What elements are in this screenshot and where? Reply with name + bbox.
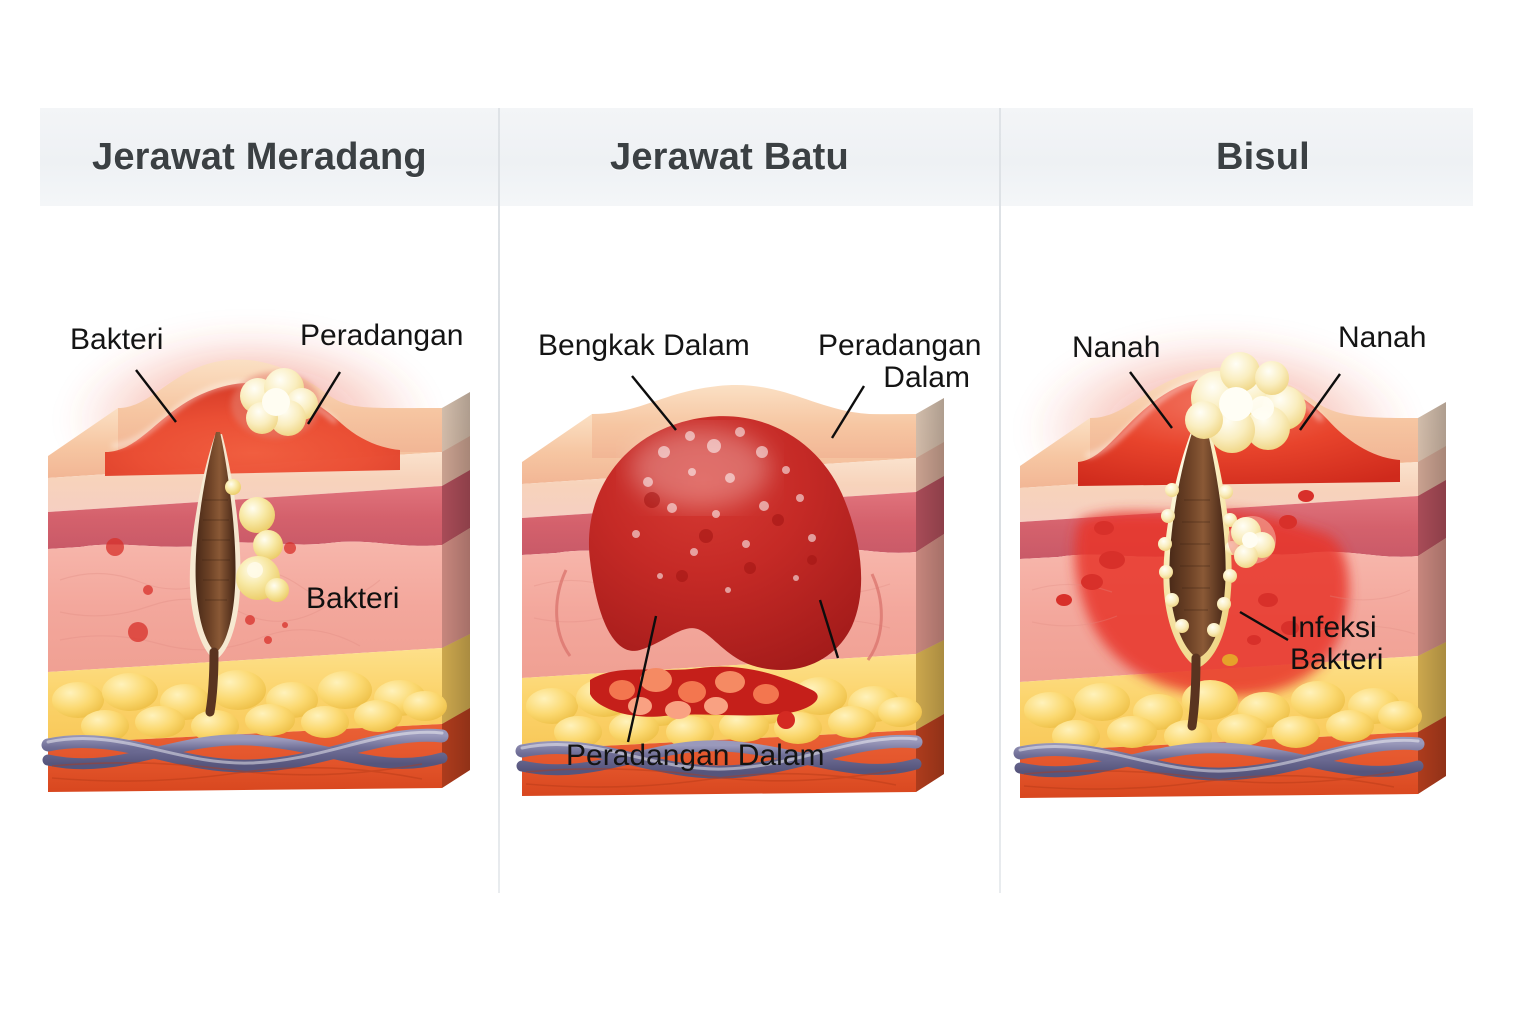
muscle-striations-3 (1023, 770, 1395, 790)
header-cell-3: Bisul (1000, 108, 1473, 206)
label-nanah-kiri: Nanah (1072, 331, 1161, 364)
pus-head (231, 368, 321, 438)
dermis-layer (48, 541, 442, 672)
label-peradangan-dalam-bawah: Peradangan Dalam (566, 739, 825, 772)
leader-peradangan-dalam-kanan (818, 599, 840, 659)
side-shading-2 (916, 398, 944, 792)
leader-peradangan-dalam-bawah (626, 615, 658, 743)
muscle-striations-2 (525, 768, 897, 788)
blood-vessels-3 (1013, 736, 1425, 781)
sebum-bacteria (225, 479, 289, 602)
leader-peradangan-dalam (830, 385, 866, 439)
header-cell-1: Jerawat Meradang (40, 108, 498, 206)
leader-nanah-kiri (1129, 371, 1173, 429)
pus-eruption (1185, 352, 1306, 453)
sheath-beads (1158, 483, 1239, 637)
hair-follicle-3 (1158, 416, 1239, 731)
side-shading-3 (1418, 402, 1446, 794)
blood-vessels (41, 728, 449, 773)
divider-2 (999, 108, 1001, 893)
bacteria-cells (1056, 490, 1314, 666)
muscle-layer (48, 724, 442, 792)
muscle-striations (51, 762, 423, 782)
dermis-texture-3 (1031, 583, 1416, 635)
panel-title-jerawat-meradang: Jerawat Meradang (92, 135, 427, 178)
follicle-core-3 (1169, 416, 1226, 658)
leader-lines-3 (1129, 371, 1341, 642)
pocket-blood-cell (777, 711, 795, 729)
hair-shaft-3 (1187, 653, 1201, 731)
panel-title-jerawat-batu: Jerawat Batu (610, 135, 849, 178)
side-shading (442, 392, 470, 788)
leader-infeksi-bakteri (1239, 610, 1289, 642)
leader-bakteri (135, 369, 177, 423)
figure-jerawat-batu (515, 375, 944, 796)
hair-shaft (205, 647, 219, 717)
pressure-arcs (555, 569, 883, 661)
label-bakteri-outer: Bakteri (70, 323, 164, 356)
label-peradangan-dalam-atas: Peradangan Dalam (818, 329, 982, 395)
figure-jerawat-meradang (41, 325, 470, 792)
panel-title-bisul: Bisul (1216, 135, 1310, 178)
header-cell-2: Jerawat Batu (500, 108, 998, 206)
follicle-lines (202, 499, 230, 601)
pus-pocket (1228, 516, 1276, 568)
leader-peradangan (306, 371, 342, 425)
label-infeksi-bakteri: Infeksi Bakteri (1290, 611, 1384, 677)
cyst-speckles (632, 427, 816, 593)
leader-bengkak-dalam (631, 375, 677, 431)
muscle-layer-3 (1020, 732, 1418, 798)
label-peradangan: Peradangan (300, 319, 464, 352)
leader-lines (135, 369, 342, 425)
label-bengkak-dalam: Bengkak Dalam (538, 329, 750, 362)
follicle-lines-3 (1180, 499, 1210, 611)
fat-globules-3 (1024, 680, 1422, 752)
header-band: Jerawat Meradang Jerawat Batu Bisul (40, 108, 1473, 206)
cyst-dark-speckles (644, 492, 817, 582)
leader-lines-2 (626, 375, 866, 743)
blood-vessels-2 (515, 734, 923, 779)
bacteria-speckles (106, 538, 296, 644)
label-nanah-kanan: Nanah (1338, 321, 1427, 354)
muscle-layer-2 (522, 730, 916, 796)
leader-nanah-kanan (1299, 373, 1341, 431)
fat-globules (52, 670, 447, 742)
label-bakteri-inner: Bakteri (306, 582, 400, 615)
divider-1 (498, 108, 500, 893)
figure-bisul (1013, 330, 1446, 798)
